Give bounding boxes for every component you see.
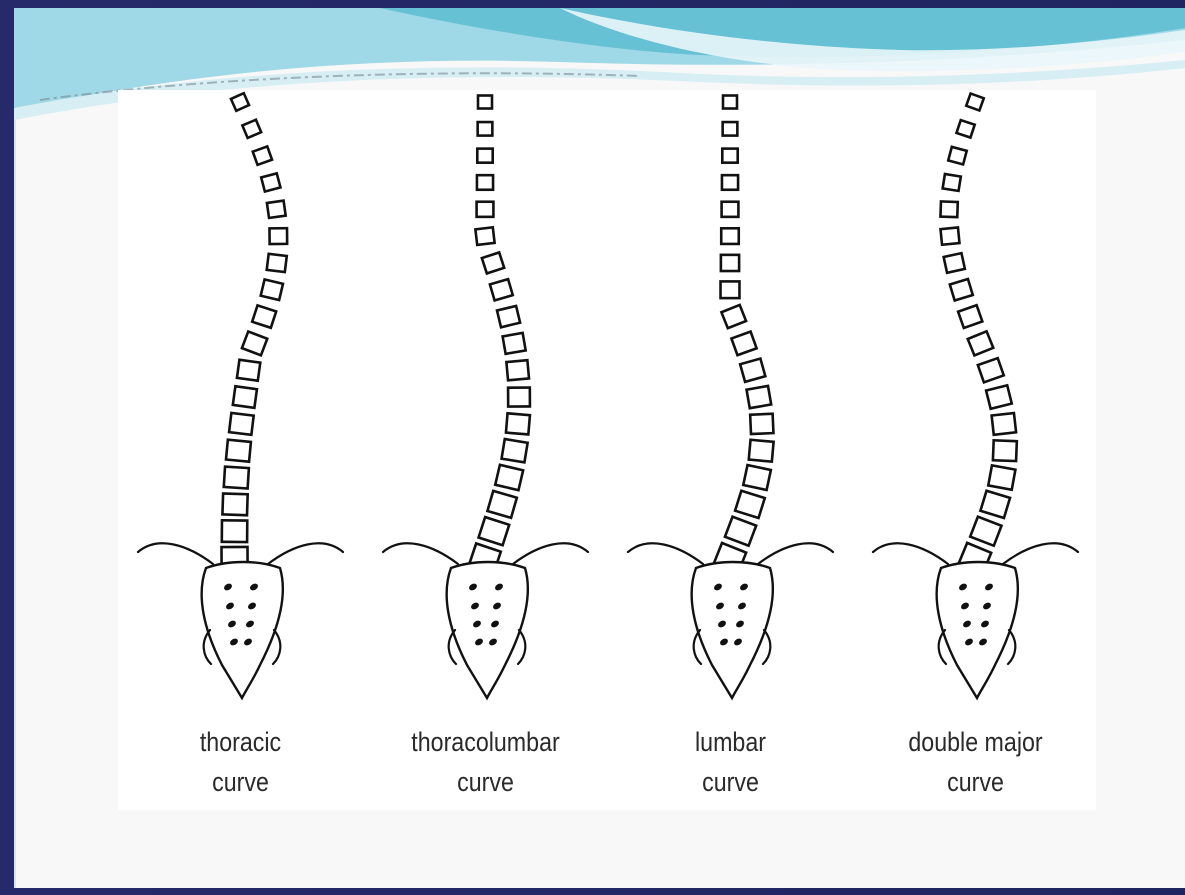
vertebra [725,517,756,546]
vertebra [723,122,738,136]
vertebra [477,202,494,217]
lumbar-spine-drawing [608,90,853,720]
spine-figure-thoracic: thoracic curve [118,90,363,810]
vertebra [750,414,773,434]
pelvis-sacrum [138,543,343,698]
vertebral-column [940,94,1016,574]
vertebra [222,520,247,542]
vertebra [231,93,249,111]
vertebra [722,149,737,163]
vertebral-column [221,93,287,569]
vertebra [722,175,738,190]
vertebra [950,279,973,300]
vertebra [506,360,529,380]
thoracic-spine-drawing [118,90,363,720]
vertebra [993,440,1017,461]
vertebra [497,306,520,327]
vertebra [475,227,494,245]
vertebra [978,358,1004,382]
vertebra [495,465,523,490]
pelvis-sacrum [873,543,1078,698]
vertebra [941,227,960,244]
vertebra [980,491,1010,518]
vertebra [721,305,746,328]
vertebra [747,386,772,408]
vertebra [986,385,1012,409]
vertebra [237,360,260,381]
vertebra [749,440,774,462]
vertebra [233,386,257,408]
vertebra [477,149,492,163]
vertebra [948,147,966,165]
vertebral-column [469,96,530,573]
vertebra [723,96,737,109]
vertebra [229,413,254,435]
scoliosis-diagram: thoracic curve thoracolumbar curve lumba… [118,90,1096,810]
vertebra [487,491,516,518]
vertebra [508,388,530,407]
vertebra [743,465,771,490]
spine-figure-double-major: double major curve [853,90,1098,810]
vertebra [222,493,247,515]
vertebra [740,359,765,382]
vertebra [988,465,1015,489]
vertebra [253,146,272,164]
vertebra [261,173,280,191]
vertebra [721,255,739,271]
pelvis-sacrum [628,543,833,698]
vertebra [477,175,493,190]
vertebra [502,439,528,462]
vertebra [479,517,510,545]
vertebra [731,332,756,356]
pelvis-sacrum [383,543,588,698]
vertebra [478,96,492,109]
vertebra [940,201,957,217]
caption-lumbar: lumbar curve [625,722,836,802]
caption-thoracic: thoracic curve [135,722,346,802]
vertebra [482,252,504,273]
vertebra [992,413,1016,435]
double-major-spine-drawing [853,90,1098,720]
caption-double-major: double major curve [870,722,1081,802]
vertebra [966,94,984,111]
vertebra [506,413,530,434]
vertebra [721,281,740,298]
vertebra [242,120,261,138]
caption-thoracolumbar: thoracolumbar curve [380,722,591,802]
vertebra [943,174,961,191]
thoracolumbar-spine-drawing [363,90,608,720]
vertebra [956,120,974,137]
vertebra [970,517,1001,546]
vertebra [226,440,251,462]
vertebra [269,228,287,244]
vertebra [261,279,283,300]
vertebra [968,331,994,355]
vertebra [267,254,287,272]
vertebra [242,331,267,355]
spine-figure-thoracolumbar: thoracolumbar curve [363,90,608,810]
vertebra [735,491,765,518]
vertebra [944,253,965,273]
vertebra [722,202,739,217]
vertebra [224,467,249,489]
spine-figure-lumbar: lumbar curve [608,90,853,810]
vertebra [958,305,982,328]
vertebra [267,201,286,218]
vertebra [252,305,276,327]
vertebra [478,122,493,136]
vertebra [503,333,526,354]
vertebra [490,279,513,300]
vertebral-column [714,96,774,574]
vertebra [721,228,739,244]
